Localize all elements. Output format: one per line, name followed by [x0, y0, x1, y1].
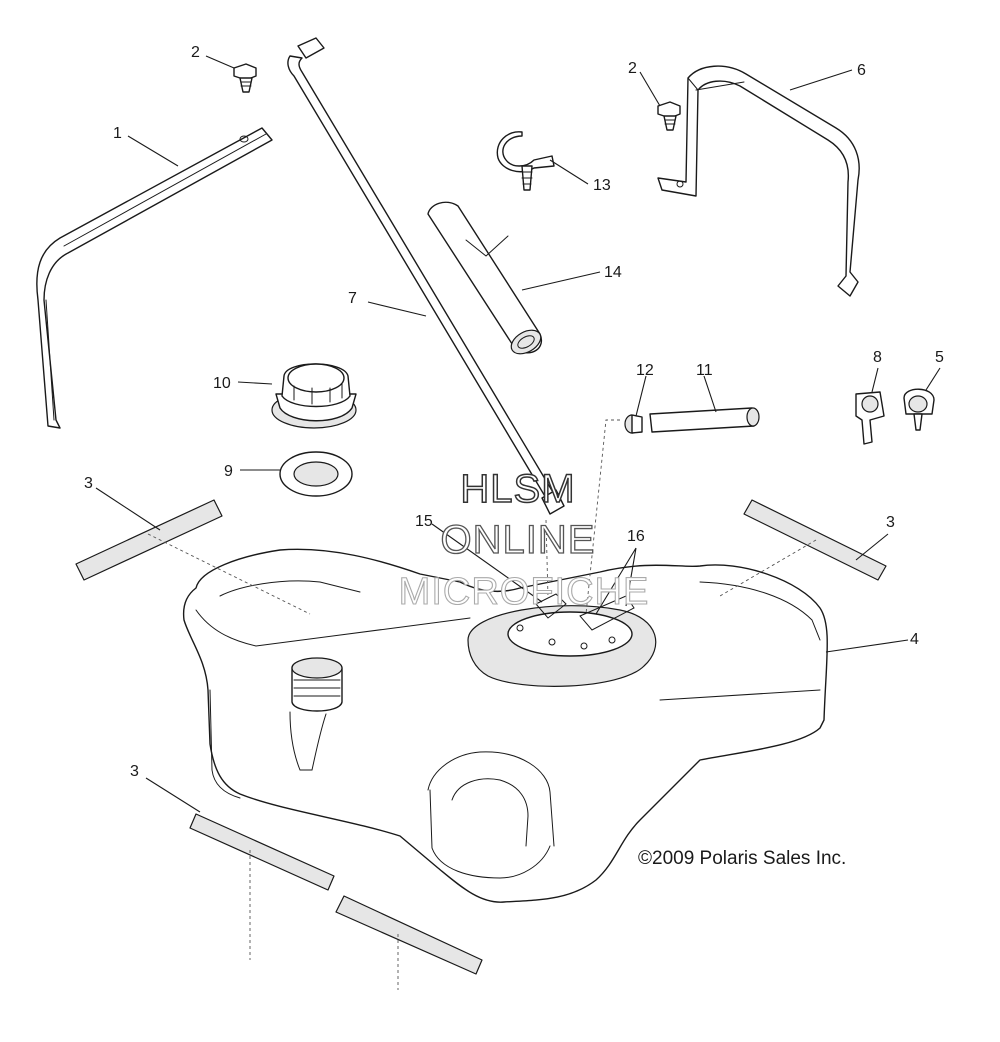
callout-3-upper-left: 3 — [84, 475, 93, 492]
alignment-lines — [147, 419, 817, 990]
hose-sleeve-14 — [427, 201, 543, 355]
fuel-tank-4 — [182, 548, 828, 903]
watermark-line-2: ONLINE — [441, 518, 596, 562]
callout-14: 14 — [604, 264, 622, 281]
copyright-notice: ©2009 Polaris Sales Inc. — [638, 848, 846, 869]
pad-lower-right — [335, 895, 483, 975]
p-clamp-13 — [496, 131, 555, 191]
callout-1: 1 — [113, 125, 122, 142]
callout-13: 13 — [593, 177, 611, 194]
tank-strap-left — [36, 127, 273, 429]
callout-labels: 1 2 2 6 13 14 7 10 9 11 12 8 5 3 3 3 4 1… — [84, 44, 944, 780]
fitting-12 — [624, 414, 643, 434]
bolt-left — [233, 63, 257, 93]
callout-11: 11 — [696, 362, 713, 379]
callout-9: 9 — [224, 463, 233, 480]
callout-2-right: 2 — [628, 60, 637, 77]
callout-12: 12 — [636, 362, 654, 379]
fuel-cap-10 — [271, 363, 357, 429]
callout-3-lower: 3 — [130, 763, 139, 780]
callout-7: 7 — [348, 290, 357, 307]
pad-upper-left — [75, 499, 223, 581]
hose-11 — [649, 407, 760, 433]
callout-6: 6 — [857, 62, 866, 79]
callout-10: 10 — [213, 375, 231, 392]
callout-8: 8 — [873, 349, 882, 366]
callout-15: 15 — [415, 513, 433, 530]
leader-lines — [95, 55, 941, 813]
callout-2-left: 2 — [191, 44, 200, 61]
watermark-line-3: MICROFICHE — [399, 571, 650, 613]
clip-8 — [855, 391, 885, 445]
callout-3-upper-right: 3 — [886, 514, 895, 531]
hose-clamp-5 — [903, 388, 935, 431]
vent-line-7 — [287, 37, 565, 515]
watermark-line-1: HLSM — [460, 467, 575, 511]
callout-16: 16 — [627, 528, 645, 545]
pad-upper-right — [743, 499, 887, 581]
bolt-right — [657, 101, 681, 131]
watermark: HLSM ONLINE MICROFICHE — [398, 466, 650, 613]
callout-5: 5 — [935, 349, 944, 366]
callout-4: 4 — [910, 631, 919, 648]
pad-lower-left — [189, 813, 335, 891]
gasket-9 — [279, 451, 353, 497]
tank-strap-right — [657, 65, 860, 297]
